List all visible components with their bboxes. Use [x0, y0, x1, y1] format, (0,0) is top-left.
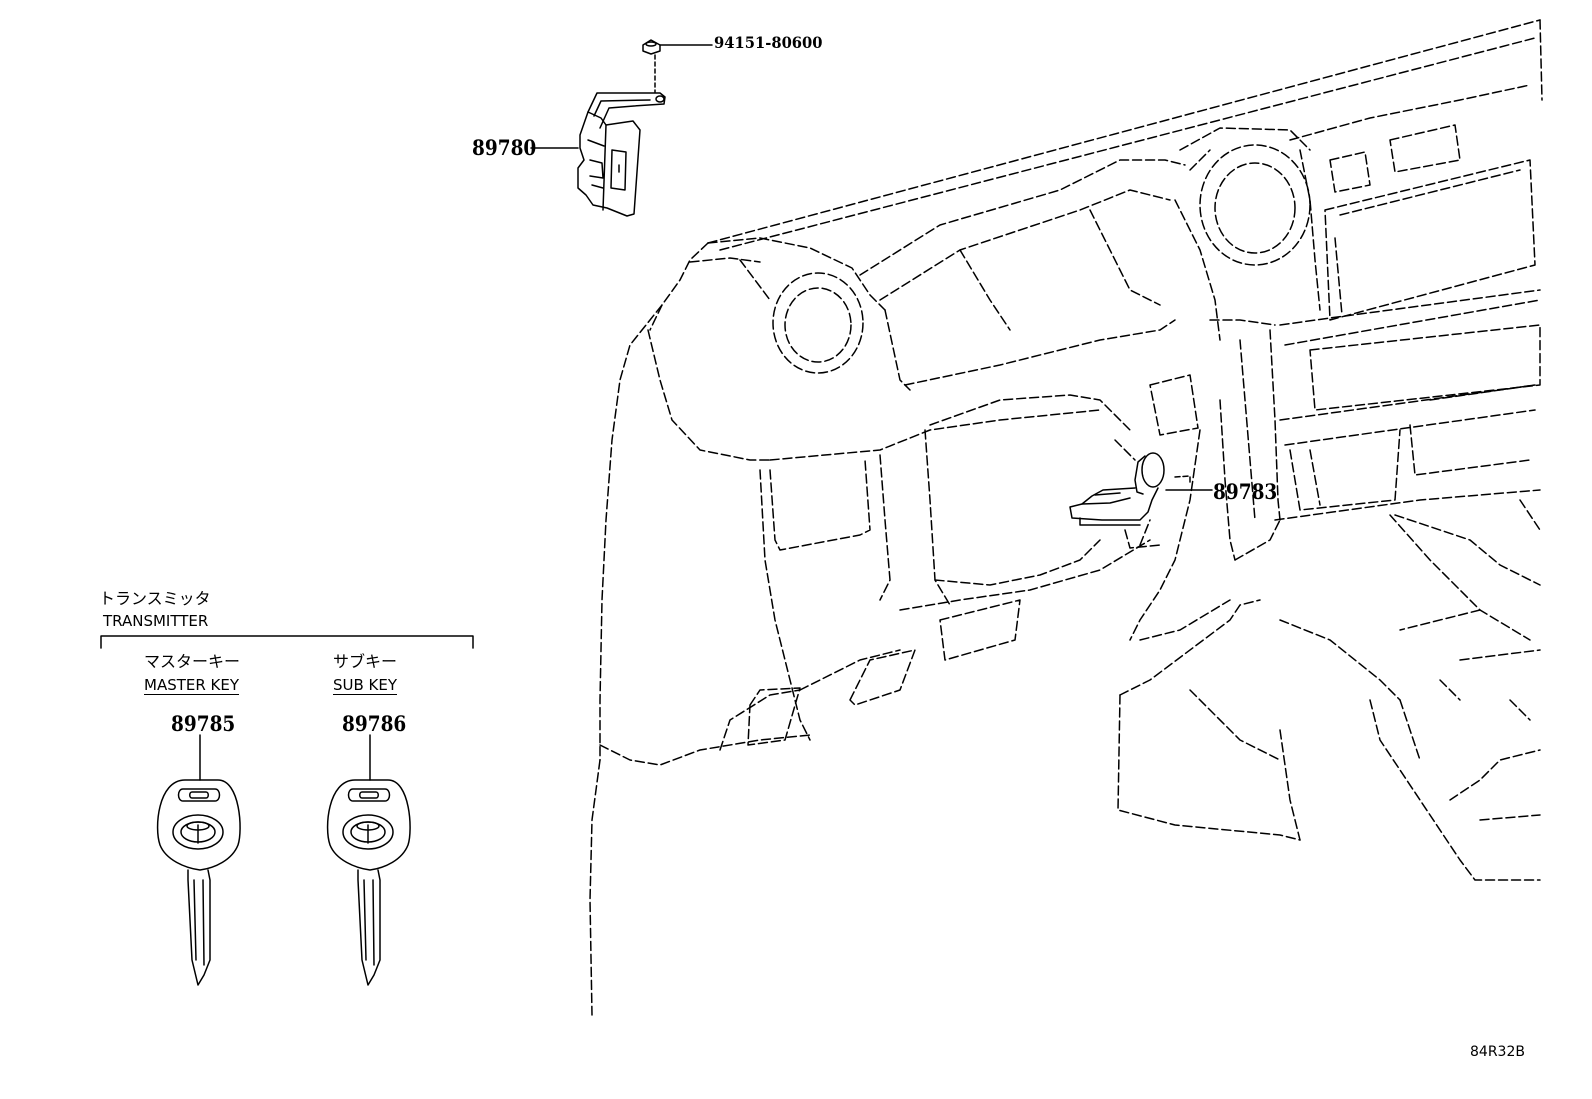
nut-icon: [642, 39, 661, 55]
master-key-label-jp: マスターキー: [144, 652, 241, 671]
part-number-nut: 94151-80600: [714, 33, 823, 52]
key-sensor-icon: [1069, 452, 1165, 526]
sub-key-label-jp: サブキー: [333, 652, 398, 671]
master-key-label-en: MASTER KEY: [144, 676, 240, 695]
transmitter-title-en: TRANSMITTER: [103, 612, 209, 630]
part-number-sensor: 89783: [1213, 479, 1278, 504]
control-module-icon: [577, 92, 666, 217]
instrument-panel-outline: [589, 19, 1543, 1016]
part-number-sub-key: 89786: [342, 711, 407, 736]
sub-key-icon: [326, 734, 411, 986]
master-key-icon: [156, 734, 241, 986]
illustration-code: 84R32B: [1470, 1044, 1525, 1060]
sub-key-label-en: SUB KEY: [333, 676, 398, 695]
part-number-module: 89780: [472, 135, 537, 160]
part-number-master-key: 89785: [171, 711, 236, 736]
transmitter-title-jp: トランスミッタ: [99, 589, 211, 608]
